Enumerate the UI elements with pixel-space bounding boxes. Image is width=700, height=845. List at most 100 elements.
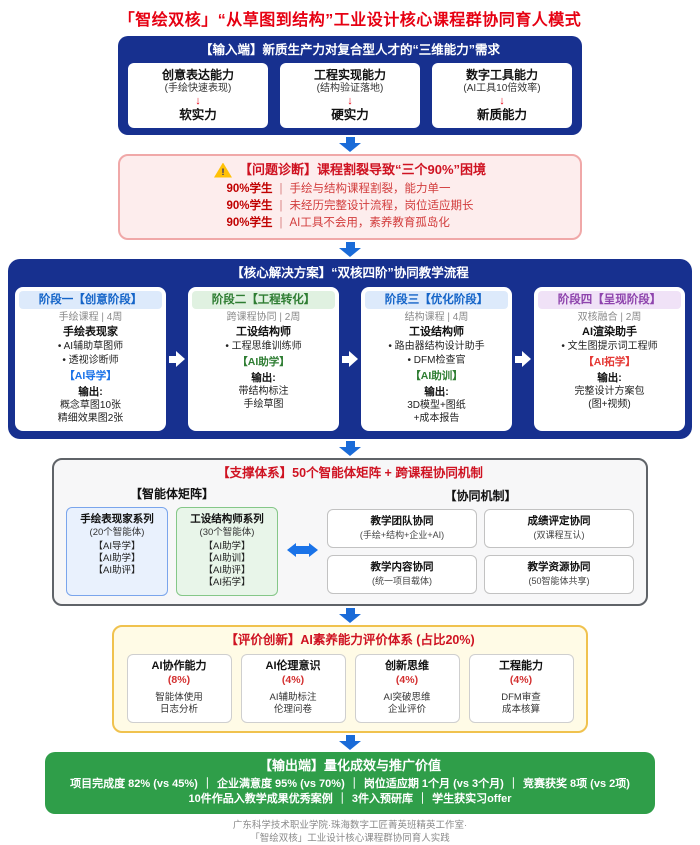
mechanism-card-subtitle: (手绘+结构+企业+AI) [359,530,445,540]
mechanism-card-title: 成绩评定协同 [527,515,591,527]
evaluation-card: AI伦理意识 (4%) AI辅助标注 伦理问卷 [240,654,346,723]
ai-tag: 【AI导学】 [64,370,117,382]
stage-output-label: 输出: [78,386,103,398]
stage-card-3: 阶段三【优化阶段】 结构课程 | 4周 工设结构师 • 路由器结构设计助手 • … [361,287,512,431]
stage-header: 阶段三【优化阶段】 [365,291,508,309]
right-arrow-icon [515,351,531,367]
flow-down-arrow-icon [339,735,361,750]
footer-line1: 广东科学技术职业学院·珠海数字工匠菁英班精英工作室· [232,820,468,831]
evaluation-card-line: 成本核算 [501,704,540,715]
evaluation-card-line: 伦理问卷 [273,704,312,715]
footer: 广东科学技术职业学院·珠海数字工匠菁英班精英工作室· 「智绘双核」工业设计核心课… [233,819,467,845]
stage-output-label: 输出: [424,386,449,398]
achievement-item: 3件入预研库 [351,793,413,805]
down-arrow-icon: ↓ [347,95,353,107]
flow-down-arrow-icon [339,137,361,152]
support-body: 【智能体矩阵】 手绘表现家系列 (20个智能体) 【AI导学】 【AI助学】 【… [66,487,634,596]
output-stats-line: 项目完成度 82% (vs 45%) ｜ 企业满意度 95% (vs 70%) … [53,777,647,792]
stage-output-label: 输出: [597,372,622,384]
problem-row: 90%学生 | 手绘与结构课程割裂，能力单一 [226,182,473,197]
evaluation-cards-row: AI协作能力 (8%) 智能体使用 日志分析 AI伦理意识 (4%) AI辅助标… [124,654,576,723]
input-card-title: 创意表达能力 [161,68,234,82]
solution-section-title: 【核心解决方案】“双核四阶”协同教学流程 [231,266,469,280]
evaluation-card-percent: (4%) [281,674,305,686]
flow-down-arrow-icon [339,441,361,456]
stage-bullet: • 路由器结构设计助手 [388,341,485,352]
problem-section-title: 【问题诊断】课程割裂导致“三个90%”困境 [238,162,487,177]
problem-section: ! 【问题诊断】课程割裂导致“三个90%”困境 90%学生 | 手绘与结构课程割… [118,154,582,240]
mechanism-card: 教学内容协同 (统一项目载体) [327,555,477,594]
input-card-creative: 创意表达能力 (手绘快速表现) ↓ 软实力 [128,63,268,128]
separator: ｜ [336,793,348,805]
mechanism-card: 教学团队协同 (手绘+结构+企业+AI) [327,509,477,548]
mechanism-card: 成绩评定协同 (双课程互认) [484,509,634,548]
stage-output-line: 手绘草图 [243,399,284,410]
separator: | [279,217,283,229]
warning-icon: ! [213,162,232,178]
evaluation-card: 创新思维 (4%) AI突破思维 企业评价 [354,654,460,723]
mechanism-card-title: 教学资源协同 [527,561,591,573]
evaluation-card-percent: (4%) [509,674,533,686]
mechanism-column: 【协同机制】 教学团队协同 (手绘+结构+企业+AI) 成绩评定协同 (双课程互… [327,489,634,594]
stage-subtitle: 结构课程 | 4周 [404,312,469,323]
matrix-card-sketch: 手绘表现家系列 (20个智能体) 【AI导学】 【AI助学】 【AI助评】 [66,507,168,596]
input-section: 【输入端】新质生产力对复合型人才的“三维能力”需求 创意表达能力 (手绘快速表现… [118,36,582,135]
problem-row: 90%学生 | 未经历完整设计流程，岗位适应期长 [226,199,473,214]
flow-down-arrow-icon [339,608,361,623]
stage-bullet: • 文生图提示词工程师 [561,341,658,352]
achievement-item: 10件作品入教学成果优秀案例 [188,793,333,805]
stat-item: 岗位适应期 1个月 (vs 3个月) [363,778,504,790]
stage-output-label: 输出: [251,372,276,384]
input-card-title: 工程实现能力 [313,68,386,82]
separator: | [279,200,283,212]
stage-lead: 手绘表现家 [63,326,118,338]
stage-header: 阶段一【创意阶段】 [19,291,162,309]
mechanism-card-subtitle: (统一项目载体) [372,576,432,586]
evaluation-card-line: AI突破思维 [383,692,431,703]
mechanism-heading: 【协同机制】 [444,489,517,503]
input-card-subtitle: (AI工具10倍效率) [463,83,541,94]
evaluation-card-percent: (8%) [167,674,191,686]
stage-card-1: 阶段一【创意阶段】 手绘课程 | 4周 手绘表现家 • AI辅助草图师 • 透视… [15,287,166,431]
evaluation-card-title: AI伦理意识 [265,660,321,672]
mechanism-card-title: 教学内容协同 [370,561,434,573]
ai-tag: 【AI导学】 [93,541,141,552]
output-achievements-line: 10件作品入教学成果优秀案例 ｜ 3件入预研库 ｜ 学生获实习offer [53,792,647,807]
separator: ｜ [201,778,213,790]
evaluation-card-line: DFM审查 [501,692,541,703]
input-section-title: 【输入端】新质生产力对复合型人才的“三维能力”需求 [199,43,500,57]
ai-tag: 【AI助学】 [93,553,141,564]
evaluation-section: 【评价创新】AI素养能力评价体系 (占比20%) AI协作能力 (8%) 智能体… [112,625,588,733]
ai-tag: 【AI助训】 [410,370,463,382]
page-title: 「智绘双核」“从草图到结构”工业设计核心课程群协同育人模式 [118,12,582,29]
ai-tag: 【AI助评】 [93,565,141,576]
input-cards-row: 创意表达能力 (手绘快速表现) ↓ 软实力 工程实现能力 (结构验证落地) ↓ … [128,63,572,128]
matrix-card-structure: 工设结构师系列 (30个智能体) 【AI助学】 【AI助训】 【AI助评】 【A… [176,507,278,596]
problem-row-text: AI工具不会用，素养教育孤岛化 [289,217,450,229]
separator: ｜ [507,778,519,790]
stage-output-line: (图+视频) [588,399,631,410]
mechanism-grid: 教学团队协同 (手绘+结构+企业+AI) 成绩评定协同 (双课程互认) 教学内容… [327,509,634,594]
stage-bullet: • DFM检查官 [407,355,466,366]
problem-title-row: ! 【问题诊断】课程割裂导致“三个90%”困境 [132,162,568,178]
stat-item: 项目完成度 82% (vs 45%) [70,778,198,790]
mechanism-card-subtitle: (50智能体共享) [528,576,590,586]
support-section-title: 【支撑体系】50个智能体矩阵 + 跨课程协同机制 [217,466,483,480]
stage-bullet: • 透视诊断师 [62,355,119,366]
matrix-card-subtitle: (30个智能体) [199,527,255,538]
ai-tag: 【AI助学】 [203,541,251,552]
input-card-engineering: 工程实现能力 (结构验证落地) ↓ 硬实力 [280,63,420,128]
agent-matrix-heading: 【智能体矩阵】 [129,487,214,501]
stage-lead: 工设结构师 [236,326,291,338]
problem-row-label: 90%学生 [226,183,273,195]
stage-header: 阶段四【呈现阶段】 [538,291,681,309]
stat-item: 企业满意度 95% (vs 70%) [216,778,345,790]
mechanism-card-subtitle: (双课程互认) [533,530,585,540]
input-card-result: 硬实力 [331,108,369,122]
stage-lead: AI渲染助手 [582,326,637,338]
problem-row-text: 手绘与结构课程割裂，能力单一 [289,183,451,195]
input-card-subtitle: (手绘快速表现) [164,83,232,94]
ai-tag: 【AI助学】 [237,356,290,368]
right-arrow-icon [342,351,358,367]
